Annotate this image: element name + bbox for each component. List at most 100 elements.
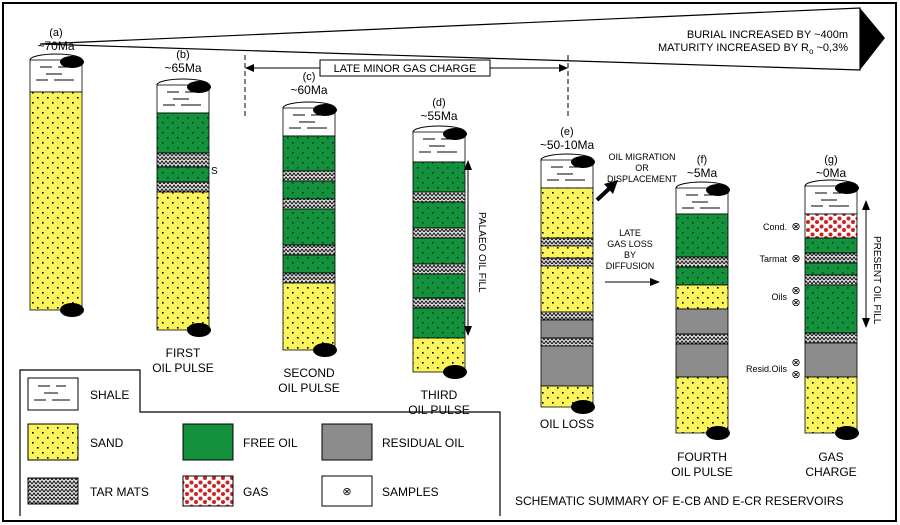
stage-age-a: ~70Ma [37, 39, 74, 53]
stage-caption-f: OIL PULSE [671, 465, 733, 479]
palaeo-fill-arrow-bottom [464, 326, 472, 336]
sample-resid-symbol-1: ⊗ [791, 357, 800, 369]
layer-sand [675, 284, 729, 310]
layer-oil [675, 213, 729, 258]
column-top-knob [443, 128, 467, 140]
stage-age-f: ~5Ma [687, 166, 718, 180]
layer-tar [540, 257, 594, 267]
layer-tar [804, 274, 858, 286]
stage-age-c: ~60Ma [290, 83, 327, 97]
layer-oil [675, 266, 729, 286]
present-fill-arrow-top [862, 200, 870, 210]
layer-sand [675, 376, 729, 434]
stage-letter-d: (d) [432, 97, 445, 109]
layer-resid [540, 345, 594, 387]
legend-shale-swatch [27, 377, 79, 411]
stage-age-d: ~55Ma [420, 109, 457, 123]
gas-loss-label-3: BY [624, 250, 636, 260]
stage-caption-c: SECOND [283, 366, 335, 380]
stage-letter-g: (g) [824, 154, 837, 166]
stage-caption-e: OIL LOSS [540, 417, 594, 431]
column-bottom-knob [571, 400, 595, 414]
layer-oil [156, 112, 210, 154]
column-bottom-knob [187, 323, 211, 337]
legend-residual-label: RESIDUAL OIL [382, 436, 465, 450]
layer-tar [540, 237, 594, 247]
column-bottom-knob [313, 343, 337, 357]
layer-resid [540, 319, 594, 339]
present-fill-arrow-bottom [862, 318, 870, 328]
stage-caption-g: CHARGE [805, 465, 856, 479]
legend-shale-marks [34, 385, 70, 401]
stage-caption-d: THIRD [421, 388, 458, 402]
layer-sand [804, 376, 858, 434]
oil-migration-label-1: OIL MIGRATION [608, 152, 675, 162]
oil-migration-arrowhead [604, 180, 618, 194]
palaeo-fill-arrow-top [464, 160, 472, 170]
layer-sand [540, 245, 594, 259]
layer-tar [675, 256, 729, 268]
layer-tar [540, 337, 594, 347]
gas-charge-arrow-left [245, 64, 254, 72]
sample-tarmat-label: Tarmat [759, 254, 787, 264]
layer-oil [804, 284, 858, 334]
layer-sand [156, 191, 210, 331]
stage-caption-f: FOURTH [677, 450, 727, 464]
legend-gas-swatch [182, 475, 234, 507]
layer-resid [675, 308, 729, 335]
column-top-knob [313, 104, 337, 116]
column-bottom-knob [443, 365, 467, 379]
sample-oils-symbol-2: ⊗ [791, 297, 800, 309]
gas-loss-label-1: LATE [619, 228, 641, 238]
layer-tar [804, 332, 858, 344]
layer-sand [540, 187, 594, 239]
layer-oil [282, 135, 336, 172]
sample-oils-symbol-1: ⊗ [791, 285, 800, 297]
stage-letter-b: (b) [176, 49, 189, 61]
layer-oil [412, 307, 466, 339]
legend-samples-swatch [321, 475, 373, 507]
layer-oil [282, 180, 336, 200]
stage-letter-f: (f) [697, 154, 707, 166]
layer-tar [540, 311, 594, 321]
gas-loss-label-2: GAS LOSS [607, 239, 653, 249]
legend-shale-label: SHALE [90, 388, 129, 402]
stage-age-e: ~50-10Ma [540, 138, 595, 152]
layer-tar [156, 152, 210, 168]
layer-oil [412, 161, 466, 193]
oil-migration-label-2: OR [635, 163, 649, 173]
present-fill-label: PRESENT OIL FILL [871, 236, 882, 325]
palaeo-fill-label: PALAEO OIL FILL [476, 212, 487, 293]
stage-age-b: ~65Ma [164, 61, 201, 75]
layer-tar [412, 297, 466, 309]
layer-oil [412, 237, 466, 265]
summary-title: SCHEMATIC SUMMARY OF E-CB AND E-CR RESER… [515, 494, 844, 508]
layer-gas [804, 213, 858, 239]
s-marker: S [211, 166, 218, 177]
layer-tar [412, 263, 466, 275]
layer-tar [282, 170, 336, 182]
legend-free-oil-swatch [182, 423, 234, 461]
sample-tarmat-symbol: ⊗ [791, 253, 800, 265]
gas-loss-label-4: DIFFUSION [606, 261, 655, 271]
column-a: (a)~70Ma [29, 27, 84, 317]
legend-samples-label: SAMPLES [382, 485, 439, 499]
sample-cond-symbol: ⊗ [791, 221, 800, 233]
burial-arrowhead [860, 8, 885, 70]
legend-residual-swatch [321, 423, 373, 461]
stage-caption-b: OIL PULSE [152, 361, 214, 375]
layer-oil [412, 201, 466, 229]
stage-caption-g: GAS [818, 450, 843, 464]
legend-tar-swatch [27, 477, 79, 505]
stage-letter-a: (a) [49, 27, 62, 39]
column-bottom-knob [706, 426, 730, 440]
layer-sand [282, 282, 336, 351]
column-top-knob [571, 156, 595, 168]
maturity-text: MATURITY INCREASED BY Ro ~0,3% [658, 42, 848, 56]
